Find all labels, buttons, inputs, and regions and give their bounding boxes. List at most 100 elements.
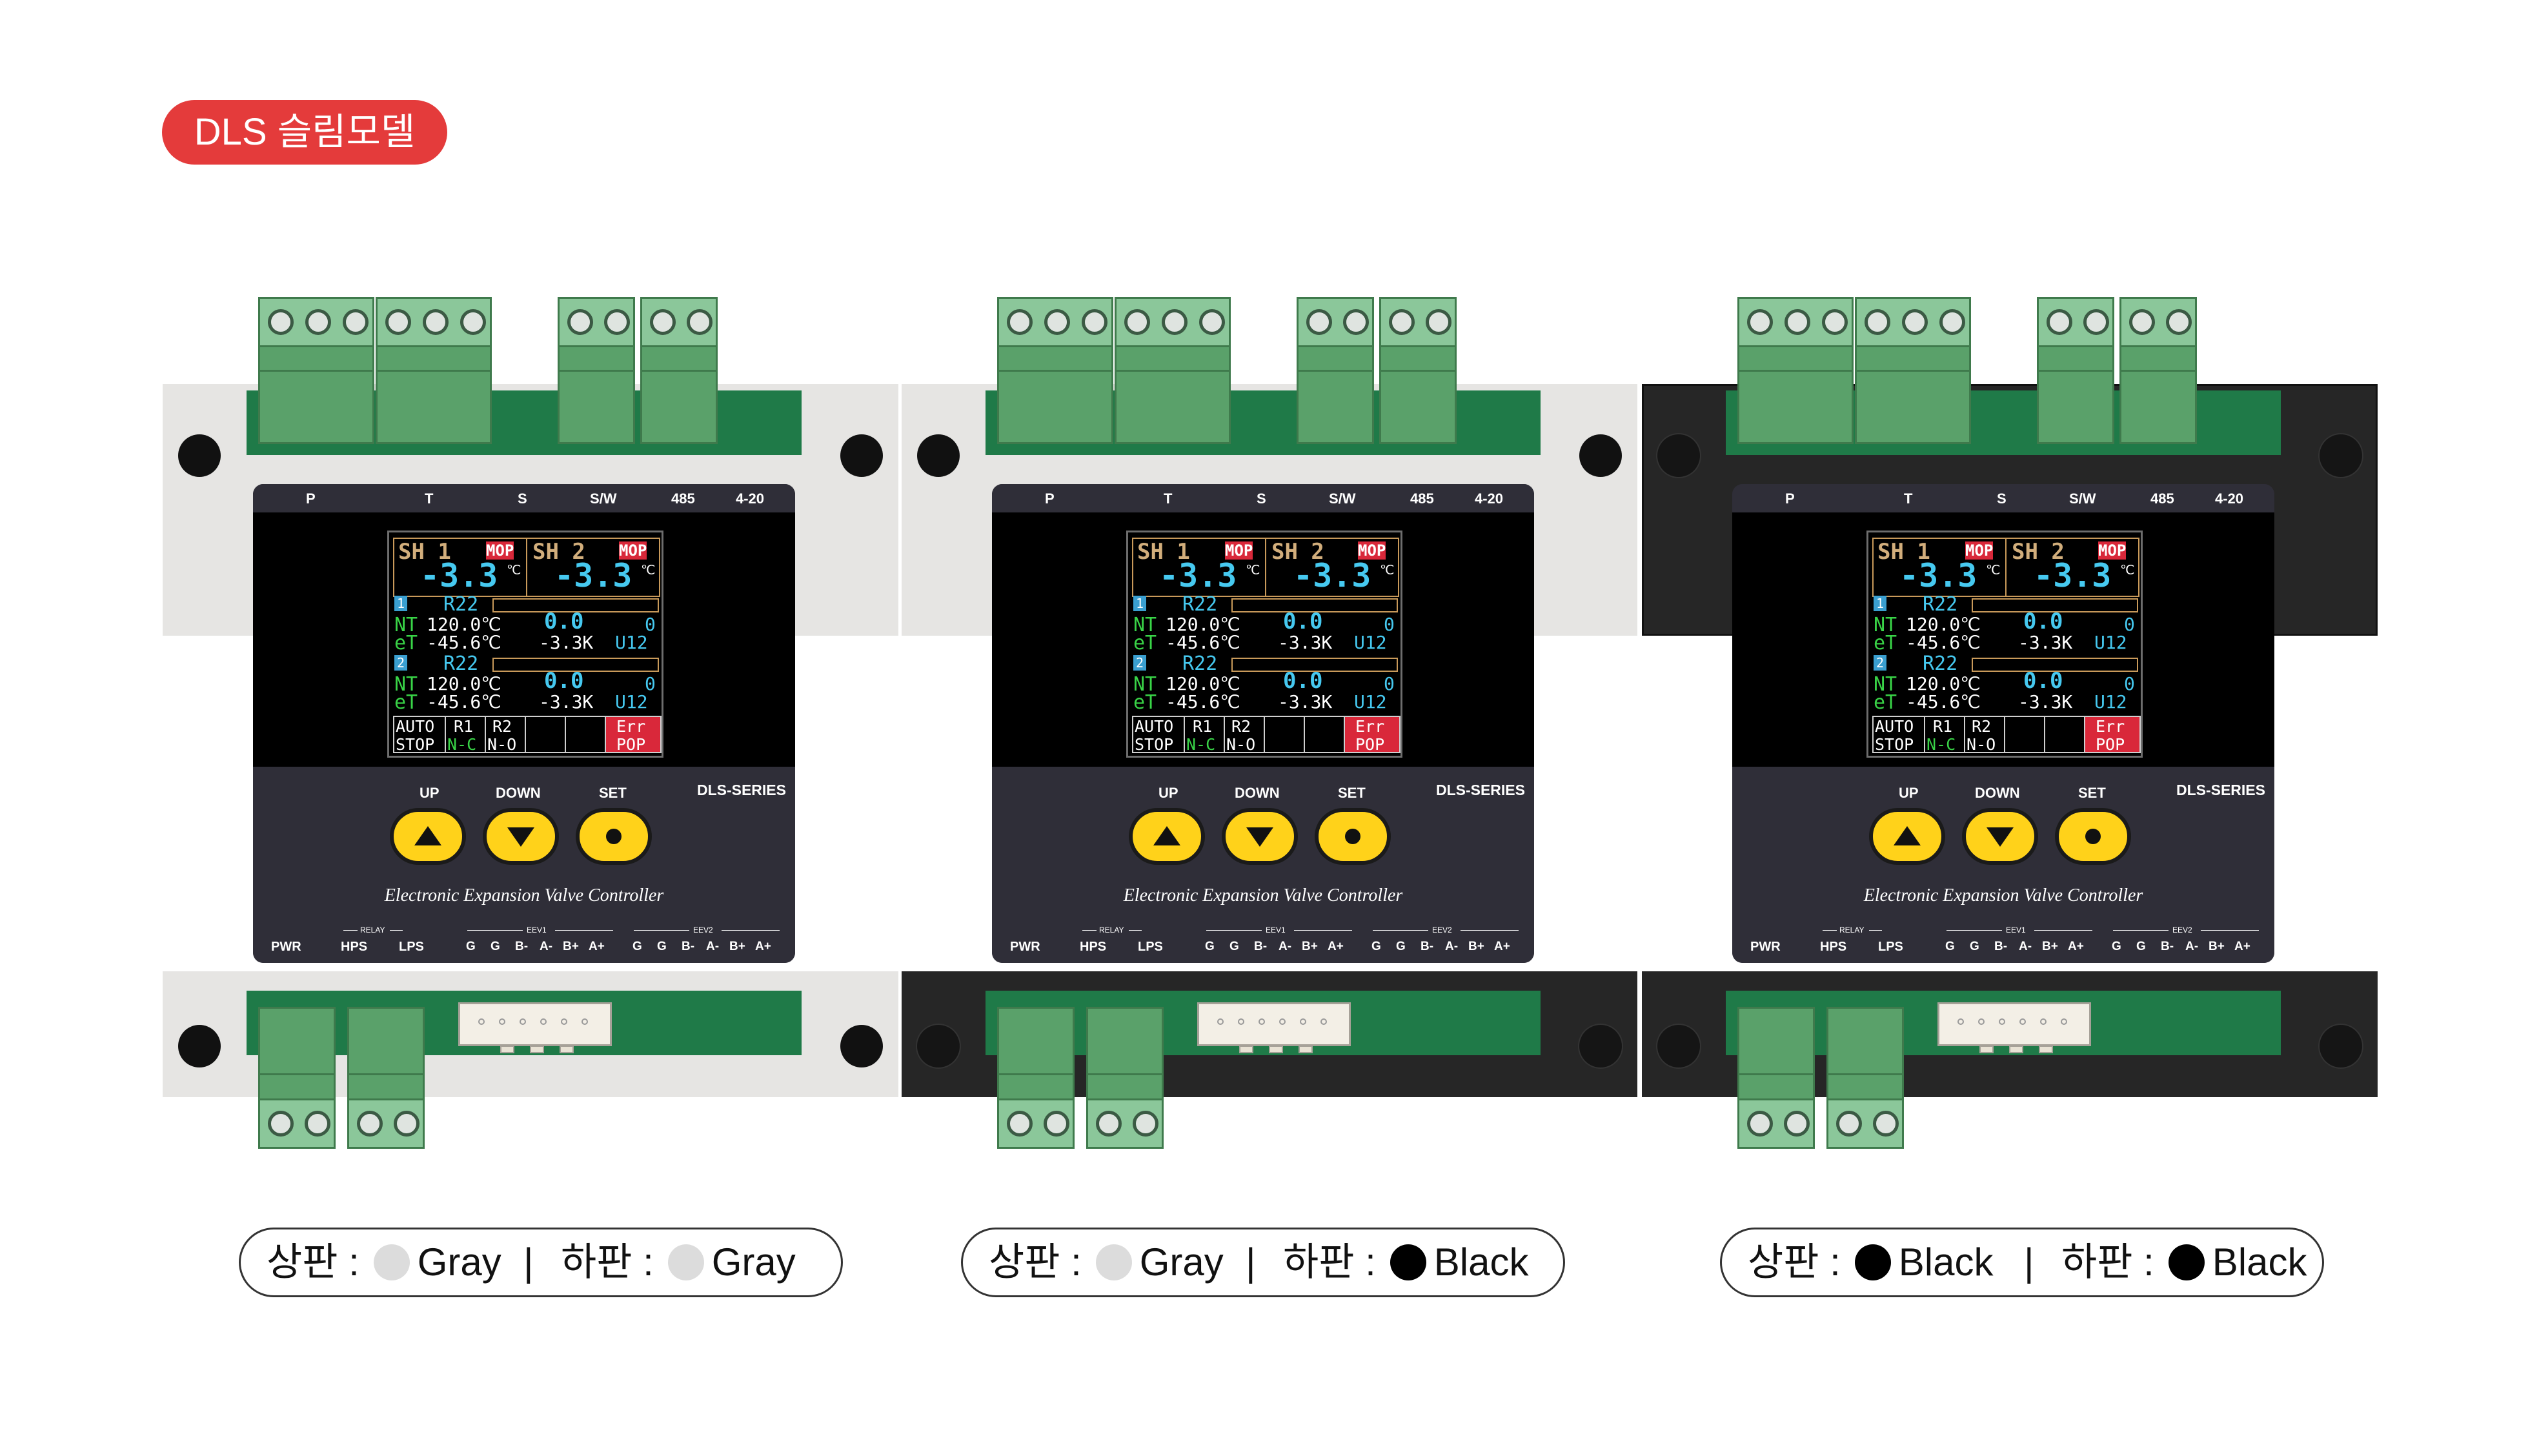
terminal-cap (999, 1098, 1073, 1147)
terminal-seam (1857, 370, 1969, 372)
nt-value: 120.0℃ (427, 614, 501, 635)
terminal-header: P T S S/W 485 4-20 (253, 484, 795, 512)
status-divider (1224, 716, 1225, 753)
group-rule (1373, 930, 1428, 931)
terminal-seam (1739, 370, 1852, 372)
controller-panel: P T S S/W 485 4-20 SH 1 MOP -3.3 ℃ SH 2 … (253, 484, 795, 963)
down-button[interactable] (1962, 808, 2038, 865)
pin-label: A- (1445, 940, 1459, 953)
model-gray-black: P T S S/W 485 4-20 SH 1 MOP -3.3 ℃ SH 2 … (902, 297, 1637, 1149)
mop-badge: MOP (1965, 541, 1994, 560)
screw-icon (567, 309, 593, 335)
controller-name: Electronic Expansion Valve Controller (1863, 885, 2143, 905)
pin-label: HPS (1820, 940, 1847, 954)
sh1-value: -3.3 (1899, 557, 1977, 594)
relay-2-label: R2 (1972, 717, 1992, 736)
color-swatch (373, 1244, 410, 1280)
legend-top-label: 상판 : (1748, 1240, 1841, 1284)
screw-icon (268, 309, 294, 335)
series-label: DLS-SERIES (1435, 782, 1525, 798)
color-swatch (1854, 1244, 1891, 1280)
error-box (606, 717, 660, 752)
mounting-hole (178, 1025, 221, 1067)
value-c: -3.3K (1278, 632, 1333, 653)
model-gray-gray: P T S S/W 485 4-20 SH 1 MOP -3.3 ℃ SH 2 … (163, 297, 898, 1149)
channel-2-badge: 2 (1874, 655, 1887, 671)
mounting-hole (1579, 434, 1622, 477)
up-button[interactable] (390, 808, 466, 865)
down-label: DOWN (496, 785, 541, 801)
pin-label: A+ (1494, 940, 1510, 953)
legend-black-black: 상판 :Black | 하판 :Black (1720, 1228, 2324, 1297)
connector-pin (561, 1018, 567, 1025)
set-label: SET (2078, 785, 2106, 801)
group-rule (555, 930, 613, 931)
stop-label: STOP (396, 735, 435, 754)
value-d: U12 (1354, 691, 1387, 713)
mounting-hole (1657, 1025, 1700, 1067)
mounting-hole (917, 1025, 960, 1067)
screw-icon (1746, 1111, 1773, 1137)
lcd-screen: SH 1 MOP -3.3 ℃ SH 2 MOP -3.3 ℃ 1 R22 NT… (1126, 531, 1402, 758)
group-rule (2113, 930, 2169, 931)
terminal-block (558, 297, 635, 444)
model-black-black: P T S S/W 485 4-20 SH 1 MOP -3.3 ℃ SH 2 … (1642, 297, 2378, 1149)
screw-icon (1822, 309, 1848, 335)
down-button[interactable] (483, 808, 559, 865)
screw-icon (1006, 1111, 1033, 1137)
pin-label: HPS (341, 940, 368, 954)
connector-pin (1320, 1018, 1327, 1025)
stop-label: STOP (1135, 735, 1174, 754)
up-label: UP (420, 785, 440, 801)
mounting-hole (2320, 1025, 2362, 1067)
group-rule (722, 930, 780, 931)
connector-tab (1299, 1046, 1313, 1053)
pin-label: B+ (2042, 940, 2058, 953)
terminal-label: 485 (671, 490, 695, 507)
model-badge: DLS 슬림모델 (162, 100, 447, 165)
pin-label: G (2112, 940, 2121, 953)
status-divider (1264, 716, 1265, 753)
sh2-label: SH 2 (532, 539, 585, 565)
terminal-block (997, 297, 1113, 444)
value-c: -3.3K (539, 691, 594, 713)
terminal-block (347, 1007, 425, 1149)
refrigerant-2: R22 (1923, 652, 1958, 675)
group-rule (390, 930, 403, 931)
et-value: -45.6℃ (1166, 691, 1240, 713)
legend-top-color: Gray (417, 1240, 501, 1284)
bar-1 (492, 598, 659, 612)
pin-label: A- (2019, 940, 2032, 953)
status-strip (393, 716, 662, 753)
screw-icon (460, 309, 486, 335)
group-rule (1946, 930, 2002, 931)
sh2-value: -3.3 (1293, 557, 1371, 594)
screw-icon (1124, 309, 1150, 335)
set-button[interactable] (2055, 808, 2131, 865)
up-button[interactable] (1129, 808, 1205, 865)
legend-top-part: 상판 : Black (1748, 1229, 1993, 1295)
mop-badge: MOP (486, 541, 514, 560)
value-a: 0.0 (1283, 668, 1323, 694)
up-button[interactable] (1869, 808, 1945, 865)
terminal-header: P T S S/W 485 4-20 (992, 484, 1534, 512)
sh1-label: SH 1 (398, 539, 451, 565)
set-button[interactable] (576, 808, 652, 865)
et-value: -45.6℃ (1906, 632, 1981, 653)
relay-2-state: N-O (487, 735, 517, 754)
down-button[interactable] (1222, 808, 1298, 865)
et-label: eT (1874, 632, 1897, 654)
set-button[interactable] (1315, 808, 1391, 865)
legend-top-color: Black (1898, 1240, 1994, 1284)
color-swatch (1390, 1244, 1426, 1280)
connector-tab (560, 1046, 574, 1053)
value-a: 0.0 (2023, 609, 2063, 634)
mounting-hole (178, 434, 221, 477)
pin-label: A+ (2234, 940, 2250, 953)
et-label: eT (1874, 691, 1897, 714)
screw-icon (686, 309, 713, 335)
pin-label: LPS (1878, 940, 1903, 954)
down-label: DOWN (1235, 785, 1280, 801)
value-a: 0.0 (2023, 668, 2063, 694)
terminal-label: T (425, 490, 434, 507)
